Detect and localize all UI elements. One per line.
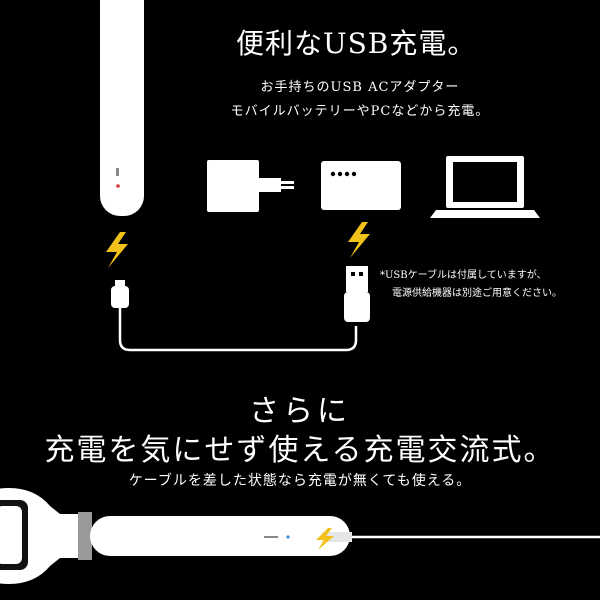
subtitle-line-1: お手持ちのUSB ACアダプター [260, 80, 460, 95]
feature-heading-1: さらに [249, 394, 351, 429]
lamp-body-icon [100, 0, 144, 216]
lightning-icon [316, 528, 334, 550]
lightning-icon [106, 232, 128, 268]
lightning-icon [348, 222, 370, 258]
laptop-icon [430, 156, 540, 218]
headline: 便利なUSB充電。 [236, 27, 477, 60]
feature-caption: ケーブルを差した状態なら充電が無くても使える。 [128, 473, 472, 489]
lamp-horizontal-icon [0, 488, 600, 584]
ac-adapter-icon [207, 160, 294, 212]
note-line-2: 電源供給機器は別途ご用意ください。 [392, 288, 562, 299]
note-line-1: *USBケーブルは付属していますが、 [380, 270, 547, 281]
mobile-battery-icon [321, 161, 401, 210]
feature-heading-2: 充電を気にせず使える充電交流式。 [44, 433, 556, 468]
micro-usb-plug-icon [111, 280, 129, 308]
usb-plug-icon [344, 266, 370, 322]
usb-cable [118, 308, 358, 352]
subtitle-line-2: モバイルバッテリーやPCなどから充電。 [230, 104, 490, 119]
